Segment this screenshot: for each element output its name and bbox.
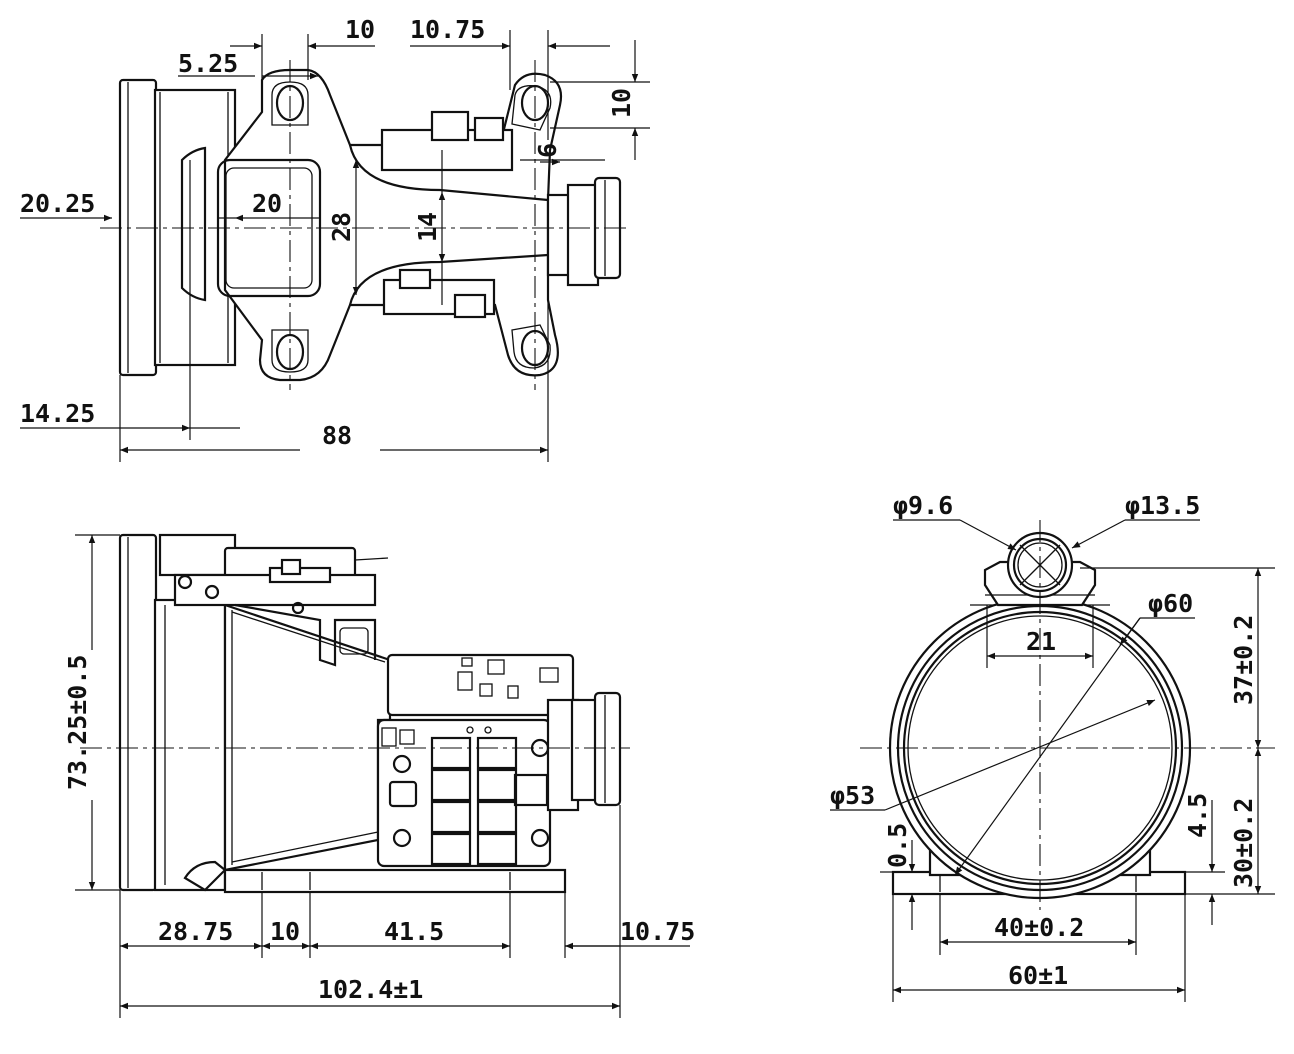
dim-30: 30±0.2: [1229, 798, 1258, 888]
dim-10-right: 10: [607, 88, 636, 118]
dim-28-75: 28.75: [158, 917, 233, 946]
dim-10-75-side: 10.75: [620, 917, 695, 946]
side-lower-pcb: [376, 718, 552, 868]
dim-14: 14: [413, 212, 442, 242]
side-barrel: [153, 598, 227, 892]
dim-phi-60: φ60: [1148, 589, 1193, 618]
side-flange: [118, 533, 158, 892]
dim-41-5: 41.5: [384, 917, 444, 946]
side-top-block: [158, 533, 237, 577]
dim-10-75-top: 10.75: [410, 15, 485, 44]
mounting-bracket: [223, 68, 563, 382]
side-view: 73.25±0.5 28.75 10 41.5 10.75 102.4±1: [63, 533, 695, 1018]
dim-73-25: 73.25±0.5: [63, 655, 92, 790]
front-view: φ9.6 φ13.5 φ60 21 37±0.2 φ53 0.5 4.5 30±…: [830, 491, 1275, 1002]
side-rear-lens: [593, 691, 622, 807]
dim-40: 40±0.2: [994, 913, 1084, 942]
dim-5-25: 5.25: [178, 49, 238, 78]
side-base-plate: [223, 868, 567, 894]
dim-102-4: 102.4±1: [318, 975, 423, 1004]
top-view: 5.25 10 10.75 10 6 20.25 20 28 14 14.25 …: [20, 15, 650, 462]
dim-phi-9-6: φ9.6: [893, 491, 953, 520]
dim-10-top: 10: [345, 15, 375, 44]
pcb-chip-grid: [430, 736, 518, 866]
dim-4-5: 4.5: [1183, 793, 1212, 838]
mount-hole-1: [275, 84, 305, 122]
dim-37: 37±0.2: [1229, 615, 1258, 705]
dim-20: 20: [252, 189, 282, 218]
top-barrel-step: [180, 146, 207, 302]
dim-21: 21: [1026, 627, 1056, 656]
dim-60: 60±1: [1008, 961, 1068, 990]
dim-phi-53: φ53: [830, 781, 875, 810]
side-cone: [223, 603, 392, 872]
dim-20-25: 20.25: [20, 189, 95, 218]
dim-14-25: 14.25: [20, 399, 95, 428]
dim-6: 6: [533, 143, 562, 158]
dim-phi-13-5: φ13.5: [1125, 491, 1200, 520]
dim-28: 28: [327, 212, 356, 242]
dim-10-side: 10: [270, 917, 300, 946]
dim-0-5: 0.5: [883, 823, 912, 868]
dim-88: 88: [322, 421, 352, 450]
